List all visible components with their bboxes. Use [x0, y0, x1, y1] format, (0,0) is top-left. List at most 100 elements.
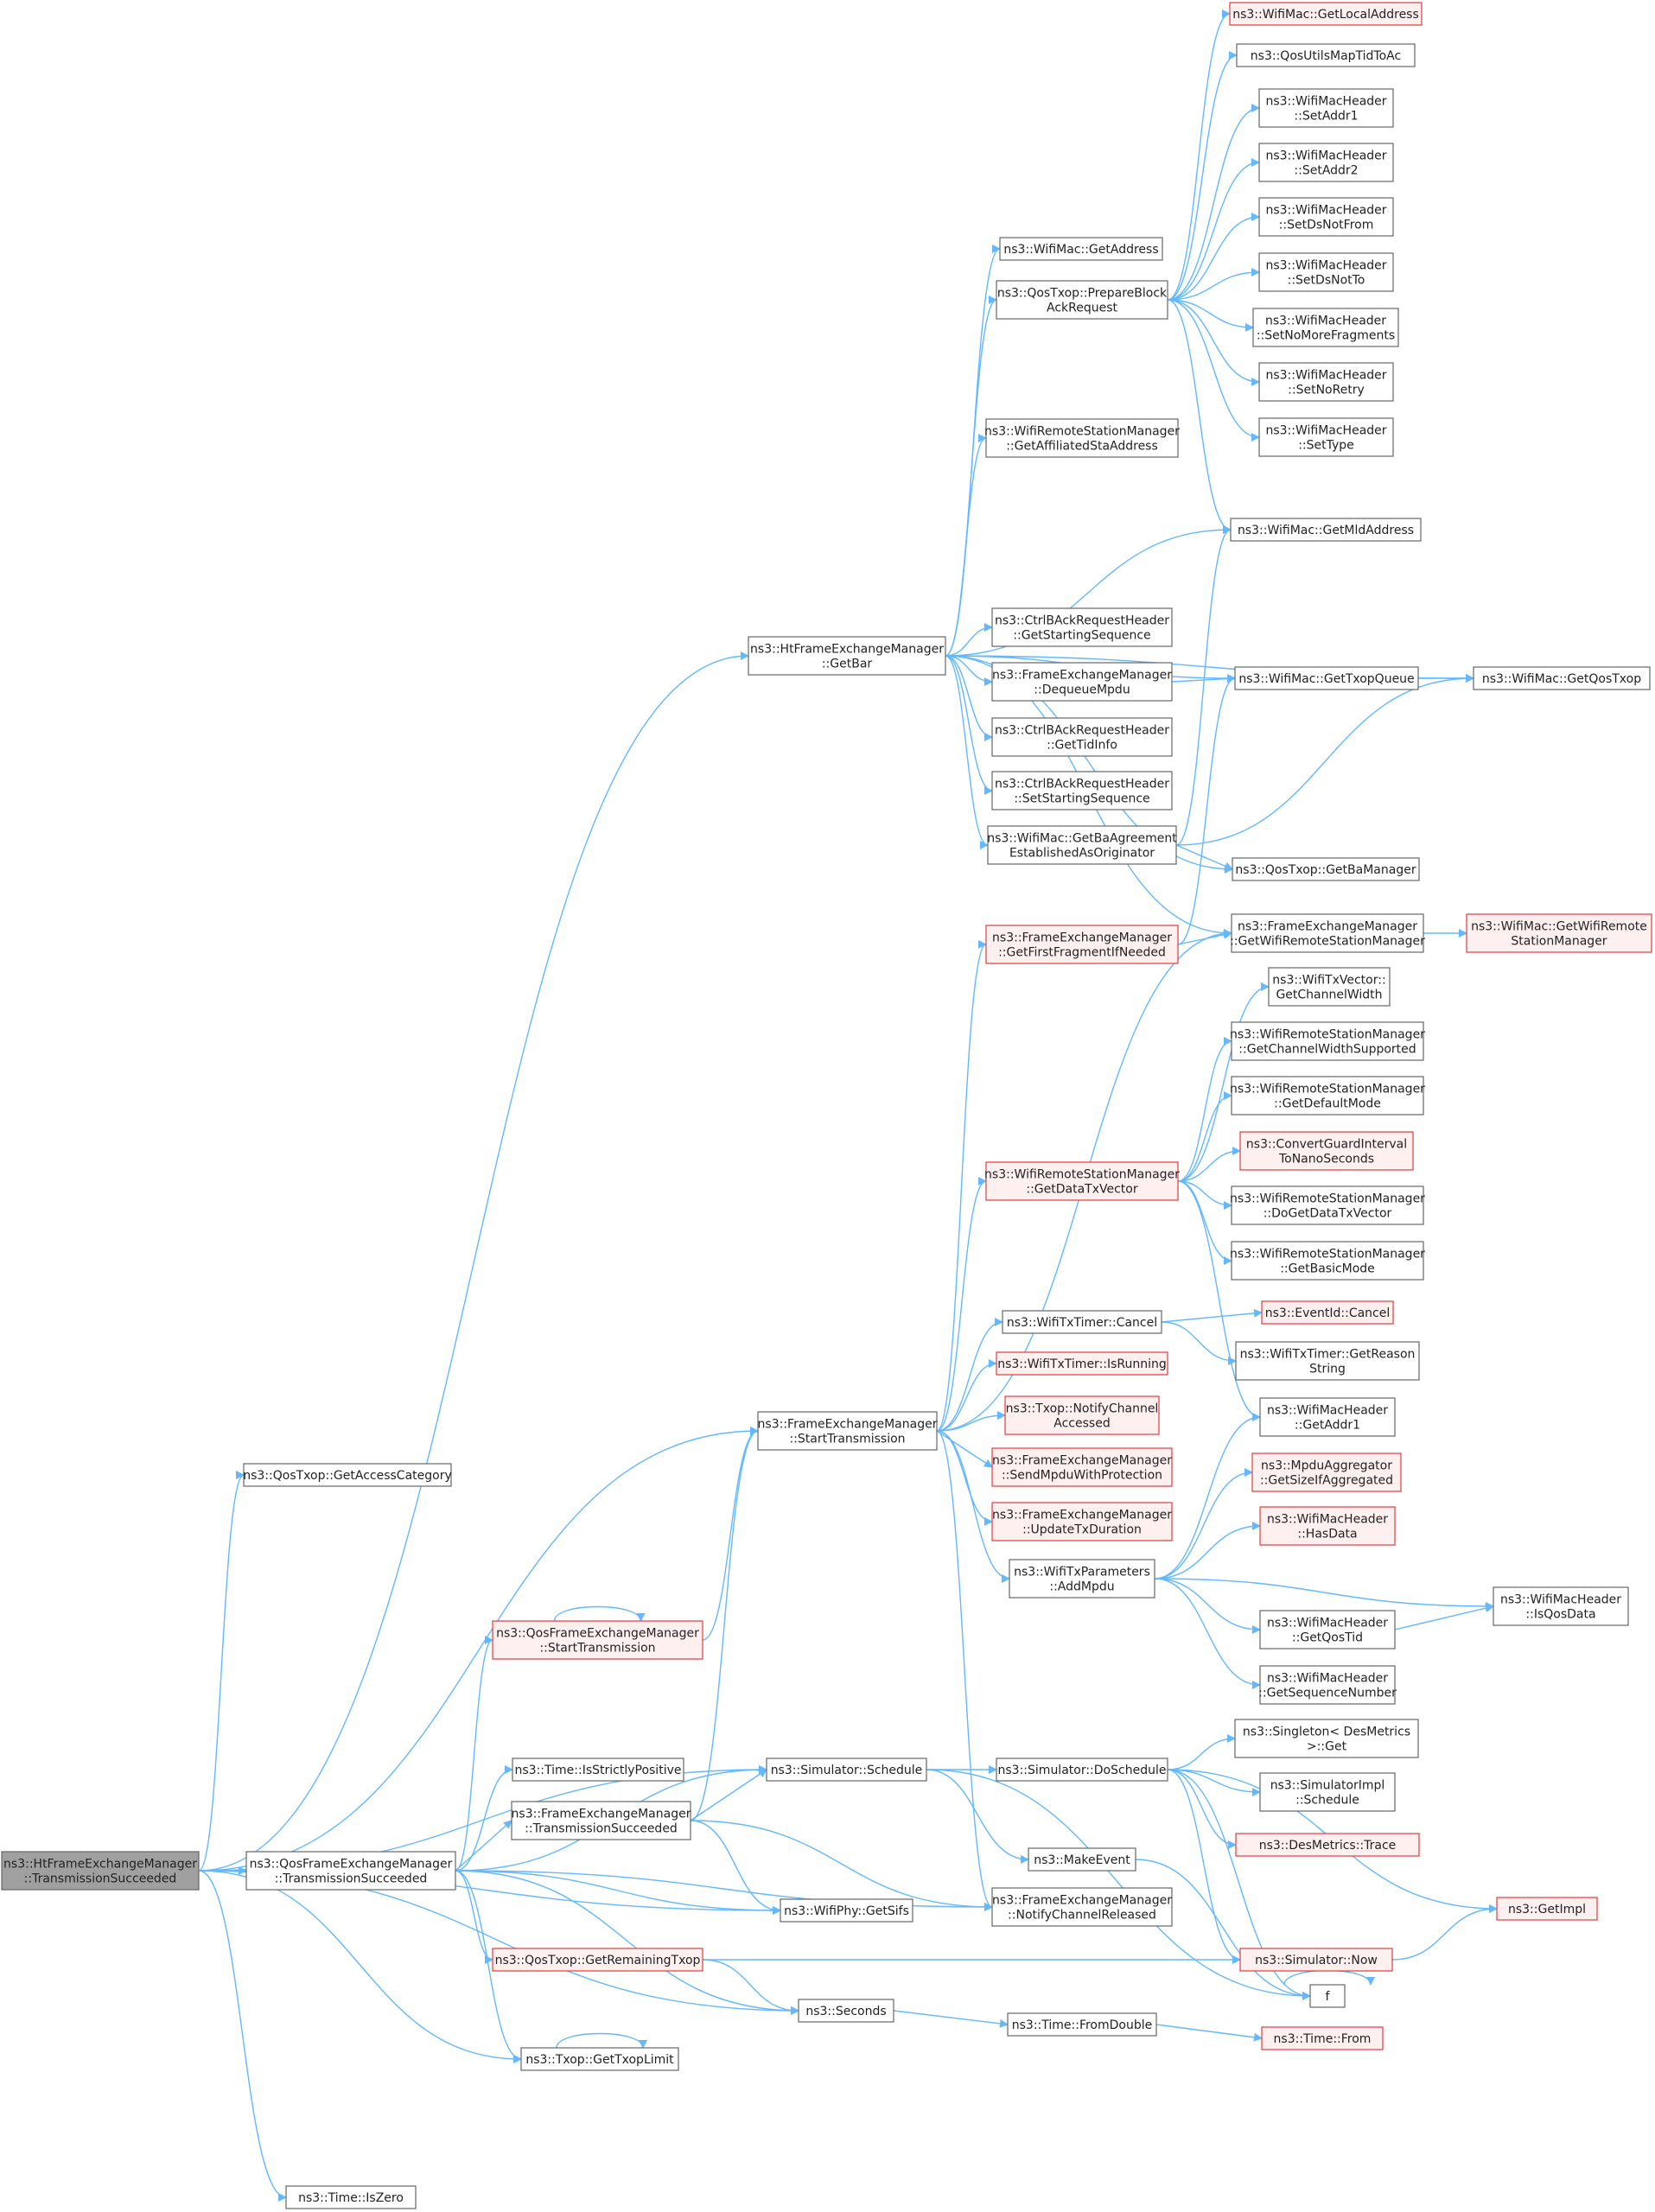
node-getAddress[interactable]: ns3::WifiMac::GetAddress [999, 237, 1163, 261]
node-isQosData[interactable]: ns3::WifiMacHeader::IsQosData [1493, 1586, 1629, 1626]
node-label: ns3::FrameExchangeManager [992, 1894, 1172, 1908]
call-edge-getFirstFragment-to-getTxopQueue [1177, 674, 1236, 945]
node-getSequenceNumber[interactable]: ns3::WifiMacHeader::GetSequenceNumber [1258, 1665, 1397, 1705]
node-getBar[interactable]: ns3::HtFrameExchangeManager::GetBar [748, 636, 946, 676]
call-edge-startTransmission-to-sendMpduWithProtection [936, 1430, 993, 1468]
node-getFirstFragment[interactable]: ns3::FrameExchangeManager::GetFirstFragm… [985, 925, 1179, 964]
node-getImpl[interactable]: ns3::GetImpl [1496, 1897, 1598, 1921]
node-simSchedule[interactable]: ns3::Simulator::Schedule [766, 1758, 927, 1782]
node-fromDouble[interactable]: ns3::Time::FromDouble [1007, 2012, 1157, 2037]
node-getLocalAddress[interactable]: ns3::WifiMac::GetLocalAddress [1229, 2, 1423, 26]
node-doGetDataTxVector[interactable]: ns3::WifiRemoteStationManager::DoGetData… [1230, 1185, 1425, 1225]
call-edge-qosStartTransmission-to-startTransmission [702, 1427, 759, 1641]
call-edge-simSchedule-to-f [926, 1769, 1311, 2000]
node-singletonGet[interactable]: ns3::Singleton< DesMetrics >::Get [1234, 1719, 1419, 1758]
node-sendMpduWithProtection[interactable]: ns3::FrameExchangeManager::SendMpduWithP… [991, 1447, 1173, 1487]
node-box [1, 1851, 200, 1891]
node-qosStartTransmission[interactable]: ns3::QosFrameExchangeManager::StartTrans… [492, 1620, 703, 1660]
call-edge-doSchedule-to-desMetricsTrace [1167, 1769, 1237, 1849]
node-box [1258, 88, 1394, 128]
node-label: AckRequest [1047, 302, 1118, 315]
node-box [987, 825, 1177, 865]
node-label: f [1326, 1990, 1331, 2004]
node-box [245, 1851, 456, 1891]
node-femTransmissionSucceeded[interactable]: ns3::FrameExchangeManager::TransmissionS… [511, 1801, 691, 1840]
call-edge-prepareBar-to-setNoMoreFragments [1167, 299, 1254, 332]
node-simNow[interactable]: ns3::Simulator::Now [1239, 1948, 1393, 1972]
node-startTransmission[interactable]: ns3::FrameExchangeManager::StartTransmis… [757, 1411, 938, 1451]
node-getTxopQueue[interactable]: ns3::WifiMac::GetTxopQueue [1234, 666, 1419, 690]
node-setNoRetry[interactable]: ns3::WifiMacHeader::SetNoRetry [1258, 362, 1394, 402]
node-setAddr1[interactable]: ns3::WifiMacHeader::SetAddr1 [1258, 88, 1394, 128]
node-femGetWrsm[interactable]: ns3::FrameExchangeManager::GetWifiRemote… [1230, 913, 1425, 953]
node-getSifs[interactable]: ns3::WifiPhy::GetSifs [780, 1898, 913, 1923]
node-timeFrom[interactable]: ns3::Time::From [1261, 2026, 1384, 2050]
node-label: ns3::MpduAggregator [1261, 1459, 1392, 1473]
call-edge-makeEvent-to-f [1135, 1859, 1311, 2000]
node-qosUtilsMapTidToAc[interactable]: ns3::QosUtilsMapTidToAc [1236, 43, 1416, 67]
node-setDsNotFrom[interactable]: ns3::WifiMacHeader::SetDsNotFrom [1258, 197, 1394, 237]
node-getSizeIfAggregated[interactable]: ns3::MpduAggregator::GetSizeIfAggregated [1251, 1452, 1402, 1492]
node-isZero[interactable]: ns3::Time::IsZero [285, 2185, 417, 2209]
node-hasData[interactable]: ns3::WifiMacHeader::HasData [1259, 1506, 1396, 1546]
node-getAddr1[interactable]: ns3::WifiMacHeader::GetAddr1 [1259, 1397, 1396, 1437]
node-getDataTxVector[interactable]: ns3::WifiRemoteStationManager::GetDataTx… [984, 1161, 1180, 1201]
node-seconds[interactable]: ns3::Seconds [798, 1999, 894, 2023]
node-getTxopLimit[interactable]: ns3::Txop::GetTxopLimit [520, 2047, 679, 2071]
node-label: EstablishedAsOriginator [1009, 847, 1155, 861]
node-setStarting[interactable]: ns3::CtrlBAckRequestHeader::SetStartingS… [991, 771, 1173, 810]
node-getBaAgreement[interactable]: ns3::WifiMac::GetBaAgreementEstablishedA… [987, 825, 1177, 865]
node-setDsNotTo[interactable]: ns3::WifiMacHeader::SetDsNotTo [1258, 252, 1394, 292]
node-wifiTxTimerIsRunning[interactable]: ns3::WifiTxTimer::IsRunning [996, 1351, 1168, 1376]
node-getBaManager[interactable]: ns3::QosTxop::GetBaManager [1232, 857, 1420, 881]
node-getQosTxop[interactable]: ns3::WifiMac::GetQosTxop [1473, 666, 1651, 690]
node-notifyChannelReleased[interactable]: ns3::FrameExchangeManager::NotifyChannel… [991, 1887, 1173, 1927]
node-wifiTxTimerCancel[interactable]: ns3::WifiTxTimer::Cancel [1002, 1310, 1162, 1334]
node-setNoMoreFragments[interactable]: ns3::WifiMacHeader::SetNoMoreFragments [1252, 308, 1399, 347]
node-box [1007, 2012, 1157, 2037]
node-getBasicMode[interactable]: ns3::WifiRemoteStationManager::GetBasicM… [1230, 1241, 1425, 1281]
node-desMetricsTrace[interactable]: ns3::DesMetrics::Trace [1235, 1833, 1420, 1857]
node-eventIdCancel[interactable]: ns3::EventId::Cancel [1261, 1300, 1394, 1325]
node-ctrlGetStarting[interactable]: ns3::CtrlBAckRequestHeader::GetStartingS… [991, 607, 1173, 647]
node-box [1231, 1241, 1424, 1281]
node-getTidInfo[interactable]: ns3::CtrlBAckRequestHeader::GetTidInfo [991, 717, 1173, 757]
node-box [492, 1948, 703, 1972]
node-f[interactable]: f [1309, 1984, 1346, 2008]
node-getRemainingTxop[interactable]: ns3::QosTxop::GetRemainingTxop [492, 1948, 703, 1972]
node-getChannelWidthSupported[interactable]: ns3::WifiRemoteStationManager::GetChanne… [1230, 1021, 1425, 1061]
node-getQosTid[interactable]: ns3::WifiMacHeader::GetQosTid [1259, 1610, 1396, 1649]
node-getDefaultMode[interactable]: ns3::WifiRemoteStationManager::GetDefaul… [1230, 1076, 1425, 1116]
node-getChannelWidth[interactable]: ns3::WifiTxVector::GetChannelWidth [1268, 967, 1391, 1007]
node-doSchedule[interactable]: ns3::Simulator::DoSchedule [996, 1758, 1168, 1782]
node-dequeueMpdu[interactable]: ns3::FrameExchangeManager::DequeueMpdu [991, 662, 1173, 702]
call-edge-doSchedule-to-singletonGet [1167, 1734, 1236, 1770]
node-macGetWrsm[interactable]: ns3::WifiMac::GetWifiRemoteStationManage… [1466, 913, 1652, 953]
node-setAddr2[interactable]: ns3::WifiMacHeader::SetAddr2 [1258, 143, 1394, 182]
node-setType[interactable]: ns3::WifiMacHeader::SetType [1258, 417, 1394, 457]
node-getMldAddress[interactable]: ns3::WifiMac::GetMldAddress [1230, 518, 1422, 542]
call-edge-root-to-getTxopLimit [198, 1870, 522, 2063]
node-updateTxDuration[interactable]: ns3::FrameExchangeManager::UpdateTxDurat… [991, 1502, 1173, 1541]
node-simImplSchedule[interactable]: ns3::SimulatorImpl::Schedule [1259, 1772, 1396, 1812]
node-qosTransmissionSucceeded[interactable]: ns3::QosFrameExchangeManager::Transmissi… [245, 1851, 456, 1891]
node-root[interactable]: ns3::HtFrameExchangeManager::Transmissio… [1, 1851, 200, 1891]
node-isStrictlyPositive[interactable]: ns3::Time::IsStrictlyPositive [512, 1758, 684, 1782]
node-addMpdu[interactable]: ns3::WifiTxParameters::AddMpdu [1009, 1559, 1155, 1599]
node-label: ns3::WifiTxVector:: [1272, 974, 1385, 988]
node-makeEvent[interactable]: ns3::MakeEvent [1028, 1847, 1136, 1872]
call-edge-startTransmission-to-addMpdu [936, 1430, 1010, 1583]
node-box [766, 1758, 927, 1782]
node-box [999, 237, 1163, 261]
node-getAccessCategory[interactable]: ns3::QosTxop::GetAccessCategory [243, 1463, 452, 1487]
call-edge-startTransmission-to-getFirstFragment [936, 940, 987, 1432]
node-label: GetChannelWidth [1276, 988, 1382, 1002]
node-box [1231, 1076, 1424, 1116]
call-edge-getDataTxVector-to-getAddr1 [1177, 1180, 1261, 1421]
call-edge-startTransmission-to-getDataTxVector [936, 1177, 987, 1432]
node-getAffiliated[interactable]: ns3::WifiRemoteStationManager::GetAffili… [984, 418, 1180, 458]
